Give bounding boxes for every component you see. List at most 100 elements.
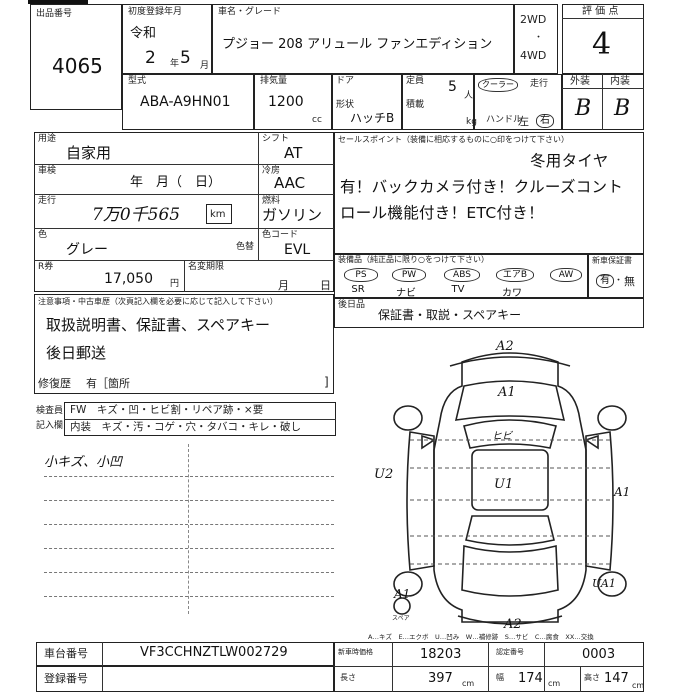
wheel-front-left	[393, 405, 423, 431]
ext-int-divider	[602, 74, 603, 130]
ref-divider	[488, 642, 489, 692]
aircon-label: 冷房	[262, 166, 281, 176]
load-unit: kg	[466, 117, 477, 127]
score-label: 評 価 点	[582, 6, 619, 17]
recycle-split	[184, 260, 185, 292]
damage-mark-front: A2	[496, 339, 514, 354]
ref2-label: 認定番号	[496, 648, 524, 656]
top-edge-bar	[28, 0, 88, 4]
sales-label: セールスポイント（装備に相応するものに○印をつけて下さい）	[338, 135, 569, 144]
post-items-box	[334, 298, 644, 328]
color-change-label: 色替	[236, 242, 255, 252]
first-reg-year-unit: 年	[170, 59, 180, 69]
equip-navi: ナビ	[396, 288, 416, 299]
registration-box	[36, 666, 334, 692]
sales-box	[334, 132, 644, 254]
damage-mark-left: U2	[374, 467, 394, 482]
aircon-value: AAC	[274, 174, 306, 192]
left-info-split	[258, 132, 259, 260]
inspector-row-2: 内装 キズ・汚・コゲ・穴・タバコ・キレ・破し	[70, 421, 301, 433]
first-reg-box	[122, 4, 212, 74]
mirror-left	[421, 434, 436, 450]
ref-divider	[392, 642, 393, 692]
first-reg-month-unit: 月	[200, 61, 210, 71]
lot-label: 出品番号	[36, 9, 73, 19]
model-label: 型式	[128, 76, 147, 86]
body-label: 形状	[336, 100, 355, 110]
displacement-value: 1200	[268, 94, 304, 110]
length-unit: cm	[462, 679, 475, 688]
drive-4wd: 4WD	[520, 49, 547, 62]
score-header-line	[562, 18, 644, 19]
drive-dot: ・	[534, 33, 544, 43]
inspection-value: 年 月（ 日）	[130, 175, 222, 190]
drive-box	[514, 4, 558, 74]
ref1-value: 18203	[420, 647, 462, 662]
exterior-score: B	[575, 96, 592, 121]
load-label: 積載	[406, 100, 425, 110]
color-value: グレー	[66, 242, 108, 258]
doors-label: ドア	[336, 76, 355, 86]
row-line-3	[34, 228, 334, 229]
equip-leather: カワ	[502, 288, 522, 299]
windshield	[463, 419, 557, 449]
first-reg-label: 初度登録年月	[128, 7, 183, 17]
length-label: 長さ	[340, 673, 356, 682]
guide-line	[44, 572, 334, 573]
fuel-label: 燃料	[262, 196, 281, 206]
interior-label: 内装	[610, 76, 630, 87]
new-car-label: 新車保証書	[592, 256, 632, 265]
notes-label: 注意事項・中古車歴（次頁記入欄を必要に応じて記入して下さい）	[38, 297, 278, 306]
fuel-value: ガソリン	[262, 206, 323, 224]
chassis-split	[102, 642, 103, 692]
left-label: 左	[518, 115, 529, 128]
equip-abs: ABS	[444, 268, 480, 282]
drive-2wd: 2WD	[520, 13, 547, 26]
height-unit: cm	[632, 681, 645, 690]
ext-int-box	[562, 74, 644, 130]
height-value: 147	[604, 671, 629, 686]
guide-divider	[188, 444, 189, 614]
equipment-box	[334, 254, 588, 298]
car-body-outline	[433, 352, 587, 623]
mileage-unit-box	[206, 204, 232, 224]
rear-bumper	[457, 615, 563, 625]
shift-value: AT	[284, 144, 303, 162]
car-name-value: プジョー 208 アリュール ファンエディション	[222, 37, 493, 52]
guide-line	[44, 596, 334, 597]
ref-split	[334, 666, 644, 667]
damage-mark-rear-left: A1	[394, 587, 411, 601]
inspector-label-2: 記入欄	[36, 421, 64, 431]
guide-line	[44, 476, 334, 477]
equip-aw: AW	[550, 268, 582, 282]
front-bumper	[449, 356, 571, 367]
color-code: EVL	[284, 242, 311, 258]
car-name-box	[212, 4, 514, 74]
interior-score: B	[614, 96, 631, 121]
ref1-label: 新車時価格	[338, 648, 373, 656]
doors-box	[332, 74, 402, 130]
notes-box	[34, 294, 334, 394]
recycle-value: 17,050	[104, 271, 153, 287]
chassis-box	[36, 642, 334, 666]
guide-line	[44, 548, 334, 549]
ref2-value: 0003	[582, 647, 616, 662]
registration-label: 登録番号	[44, 672, 88, 685]
capacity-unit: 人	[464, 91, 474, 101]
repair-bracket: ]	[324, 375, 329, 389]
inspector-row-1: FW キズ・凹・ヒビ割・リペア跡・×要	[70, 404, 264, 416]
usage-value: 自家用	[66, 144, 112, 162]
rear-glass	[465, 515, 555, 546]
body-value: ハッチB	[350, 111, 395, 125]
damage-mark-rear: A2	[504, 617, 522, 632]
displacement-box	[254, 74, 332, 130]
height-label: 高さ	[584, 673, 600, 682]
inspector-label-1: 検査員	[36, 406, 64, 416]
damage-mark-right: A1	[614, 485, 631, 499]
guide-line	[44, 500, 334, 501]
damage-mark-rear-right: UA1	[592, 577, 616, 590]
equip-sr: SR	[351, 284, 365, 295]
first-reg-year: 2	[145, 48, 156, 68]
equip-airbag: エアB	[496, 268, 534, 282]
handwritten-note: 小キズ、小凹	[44, 455, 123, 470]
